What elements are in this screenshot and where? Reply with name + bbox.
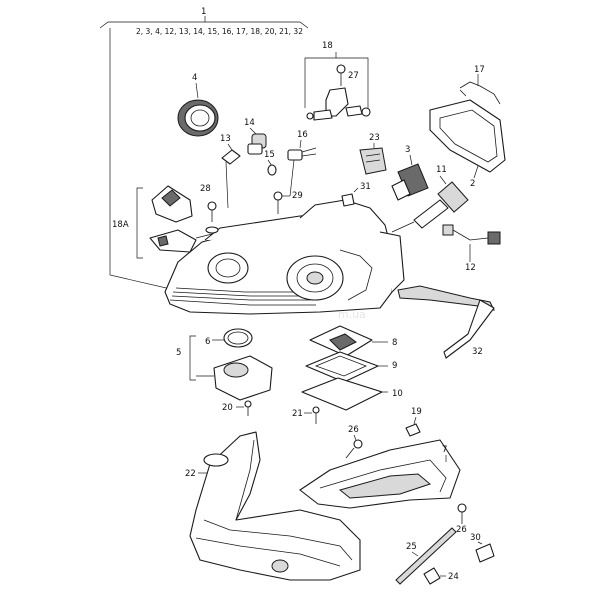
callout-22: 22 (185, 469, 196, 479)
group-18: 18 27 (304, 41, 371, 121)
callout-27: 27 (348, 71, 359, 81)
callout-13: 13 (220, 134, 231, 144)
callout-8: 8 (392, 338, 397, 348)
callout-26-lower: 26 (456, 525, 467, 535)
part-12-wire: 12 (442, 224, 501, 273)
callout-19: 19 (411, 407, 422, 417)
part-30-grommet: 30 (470, 533, 495, 563)
part-26-screw-upper: 26 (345, 425, 363, 459)
callout-18: 18 (322, 41, 333, 51)
part-8-cover: 8 (309, 325, 397, 357)
callout-2: 2 (470, 179, 475, 189)
part-2-cover: 2 (429, 99, 506, 189)
watermark-text: m.ua (338, 308, 366, 321)
callout-1: 1 (201, 7, 206, 17)
callout-11: 11 (436, 165, 447, 175)
callout-31: 31 (360, 182, 371, 192)
callout-7: 7 (442, 445, 447, 455)
assembly-components-list: 2, 3, 4, 12, 13, 14, 15, 16, 17, 18, 20,… (136, 27, 303, 36)
part-14-socket: 14 (244, 118, 267, 155)
callout-24: 24 (448, 572, 459, 582)
part-10-plate: 10 (301, 377, 403, 411)
callout-14: 14 (244, 118, 255, 128)
part-11-bulb: 11 (391, 165, 469, 233)
callout-10: 10 (392, 389, 403, 399)
part-15-bulb: 15 (264, 150, 277, 176)
callout-20: 20 (222, 403, 233, 413)
part-3-socket: 3 (391, 145, 429, 201)
callout-4: 4 (192, 73, 197, 83)
callout-26-upper: 26 (348, 425, 359, 435)
callout-12: 12 (465, 263, 476, 273)
part-26-screw-lower: 26 (456, 503, 467, 535)
callout-25: 25 (406, 542, 417, 552)
callout-18a: 18A (112, 220, 129, 230)
callout-15: 15 (264, 150, 275, 160)
callout-5: 5 (176, 348, 181, 358)
part-28-screw: 28 (200, 184, 219, 234)
part-16-connector: 16 (287, 130, 317, 197)
callout-32: 32 (472, 347, 483, 357)
group-5: 5 6 (176, 328, 273, 401)
part-19-clip: 19 (405, 407, 422, 437)
part-24-clip: 24 (423, 567, 459, 585)
callout-9: 9 (392, 361, 397, 371)
part-22-lower-bracket: 22 (185, 431, 361, 581)
callout-28: 28 (200, 184, 211, 194)
callout-17: 17 (474, 65, 485, 75)
part-4-cap: 4 (177, 73, 219, 137)
headlight-housing (164, 199, 405, 315)
part-21-screw: 21 (292, 406, 320, 424)
part-13-bulb: 13 (220, 134, 241, 209)
part-29-screw: 29 (273, 191, 303, 214)
part-23-connector: 23 (359, 133, 387, 175)
part-20-screw: 20 (222, 400, 252, 416)
part-9-gasket: 9 (305, 351, 397, 383)
callout-3: 3 (405, 145, 410, 155)
assembly-bracket: 1 2, 3, 4, 12, 13, 14, 15, 16, 17, 18, 2… (99, 7, 309, 291)
group-18a: 18A (112, 185, 213, 259)
part-32-strip: 32 (397, 285, 495, 359)
callout-29: 29 (292, 191, 303, 201)
callout-16: 16 (297, 130, 308, 140)
part-7-bracket: 7 (299, 439, 461, 509)
part-31-plug: 31 (341, 182, 371, 207)
part-17-clip: 17 (459, 65, 501, 105)
callout-23: 23 (369, 133, 380, 143)
callout-6: 6 (205, 337, 210, 347)
callout-21: 21 (292, 409, 303, 419)
part-25-rod: 25 (395, 527, 457, 585)
callout-30: 30 (470, 533, 481, 543)
